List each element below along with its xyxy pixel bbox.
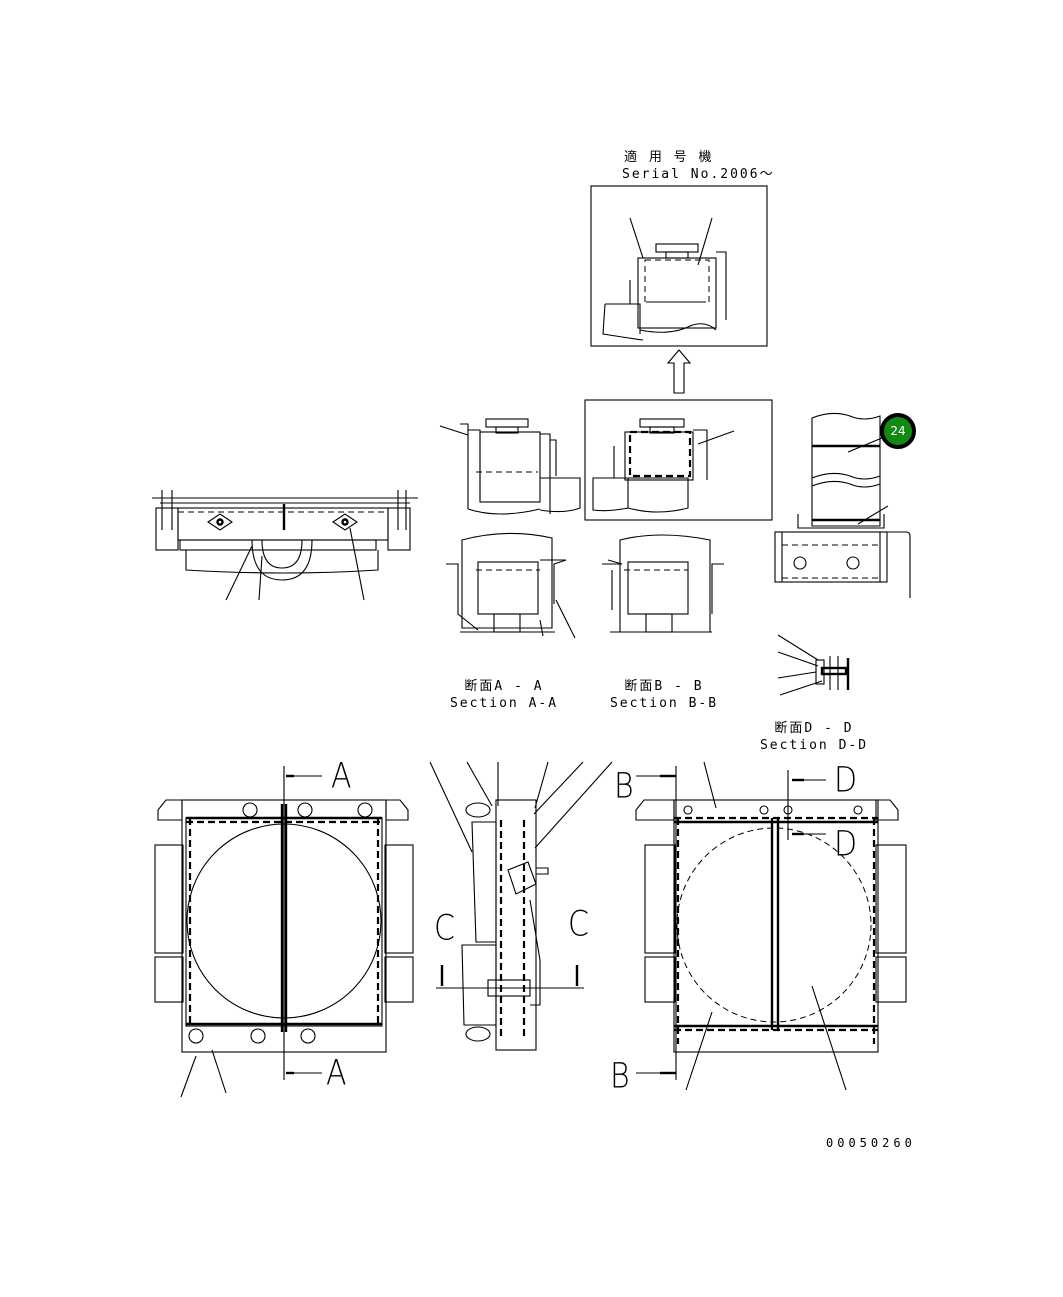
- section-b-b-title-en: Section B-B: [609, 696, 719, 711]
- section-d-d-view: [777, 634, 850, 696]
- front-view-left: [154, 766, 414, 1098]
- section-b-b-view: [602, 534, 724, 633]
- section-a-a-view: [446, 532, 576, 639]
- top-view: [152, 490, 418, 601]
- section-marker-d-bottom: D: [834, 824, 858, 865]
- part-callout-24[interactable]: 24: [880, 413, 916, 449]
- section-marker-d-top: D: [834, 760, 858, 801]
- hose-clamp-detail: [774, 412, 911, 598]
- side-view: [429, 761, 613, 1051]
- drawing-number: 00050260: [826, 1136, 916, 1150]
- tank-detail-left: [439, 418, 581, 515]
- tank-detail-boxed: [584, 399, 773, 521]
- front-view-right: [635, 761, 907, 1091]
- section-b-b-title-jp: 断面B - B: [624, 679, 704, 694]
- section-marker-a-bottom: A: [326, 1053, 347, 1094]
- section-d-d-title-jp: 断面D - D: [774, 721, 854, 736]
- serial-detail-view: [590, 185, 768, 347]
- section-marker-c-left: C: [434, 908, 455, 949]
- section-marker-c-right: C: [568, 904, 589, 945]
- upgrade-arrow-icon: [666, 349, 692, 394]
- section-marker-a-top: A: [331, 756, 352, 797]
- section-a-a-title-en: Section A-A: [449, 696, 559, 711]
- applicability-title-jp: 適 用 号 機: [624, 150, 714, 165]
- serial-number-range: Serial No.2006～: [622, 167, 775, 182]
- section-marker-b-bottom: B: [610, 1056, 630, 1097]
- section-marker-b-top: B: [614, 766, 634, 807]
- section-d-d-title-en: Section D-D: [759, 738, 869, 753]
- section-a-a-title-jp: 断面A - A: [464, 679, 544, 694]
- part-callout-number: 24: [890, 424, 906, 438]
